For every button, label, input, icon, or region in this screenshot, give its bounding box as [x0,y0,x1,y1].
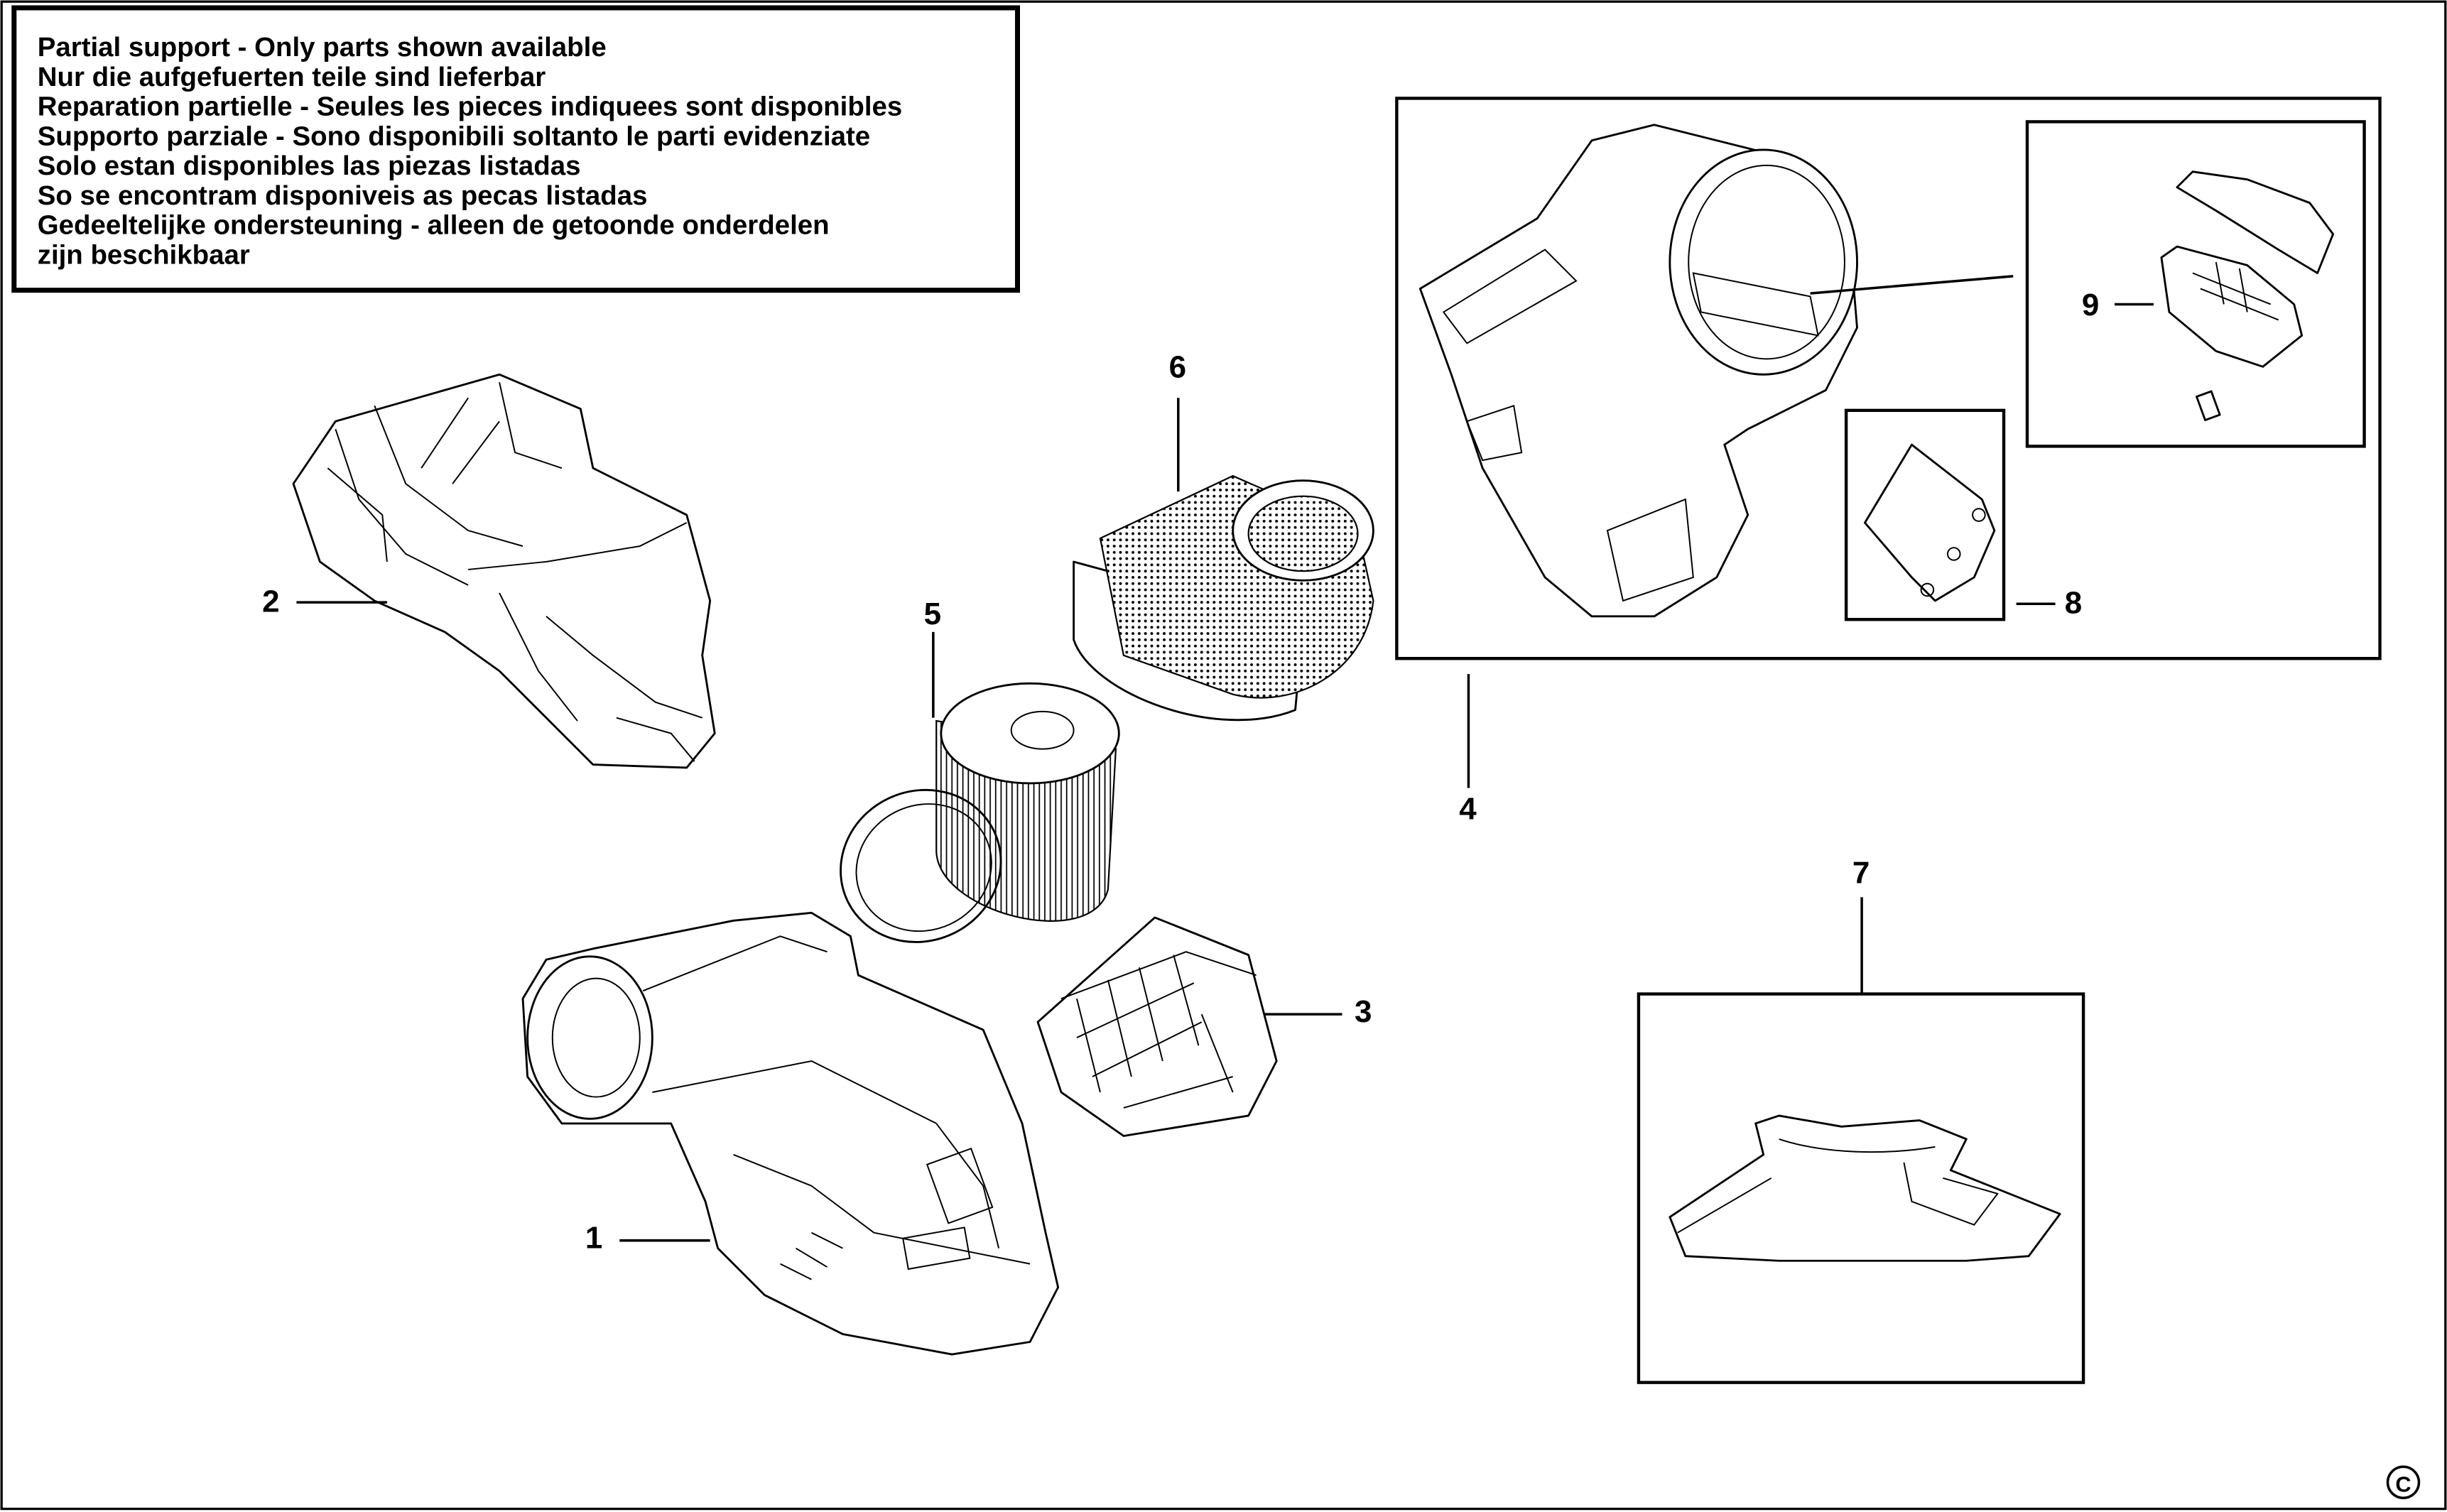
leader-line [1810,275,2014,295]
notice-line: zijn beschikbaar [38,239,250,270]
callout-8: 8 [2065,585,2082,620]
notice-line: Solo estan disponibles las piezas listad… [38,151,581,181]
callout-3: 3 [1355,994,1372,1029]
part-4-frame [1395,97,2382,660]
callout-4: 4 [1459,791,1477,826]
notice-line: Nur die aufgefuerten teile sind lieferba… [38,62,546,92]
part-3-filter-frame [1036,916,1278,1137]
part-4-dust-bowl [1418,124,1858,618]
notice-line: Supporto parziale - Sono disponibili sol… [38,121,870,151]
part-9-latch-assembly [2160,170,2335,421]
part-2-upper-housing [292,373,716,769]
notice-frame [11,5,1021,293]
part-1-motor-housing [521,911,1060,1356]
notice-line: Reparation partielle - Seules les pieces… [38,92,903,122]
availability-notice: Partial support - Only parts shown avail… [11,5,1021,293]
part-8-seal-plate [1864,443,1996,602]
part-7-storage-base [1669,1114,2061,1262]
callout-7: 7 [1852,856,1870,891]
callout-5: 5 [924,597,941,631]
part-9-frame [2025,120,2366,448]
callout-2: 2 [262,584,279,619]
part-8-frame [1844,408,2006,621]
copyright-icon [2386,1465,2421,1499]
part-5-pleated-filter [840,682,1120,943]
notice-line: Gedeeltelijke ondersteuning - alleen de … [38,210,830,241]
callout-9: 9 [2082,288,2099,322]
copyright-mark: C [2395,1472,2411,1496]
notice-line: Partial support - Only parts shown avail… [38,32,607,62]
part-6-mesh-filter [1073,474,1374,722]
notice-line: So se encontram disponiveis as pecas lis… [38,180,648,211]
callout-1: 1 [585,1221,602,1256]
callout-6: 6 [1169,350,1186,385]
